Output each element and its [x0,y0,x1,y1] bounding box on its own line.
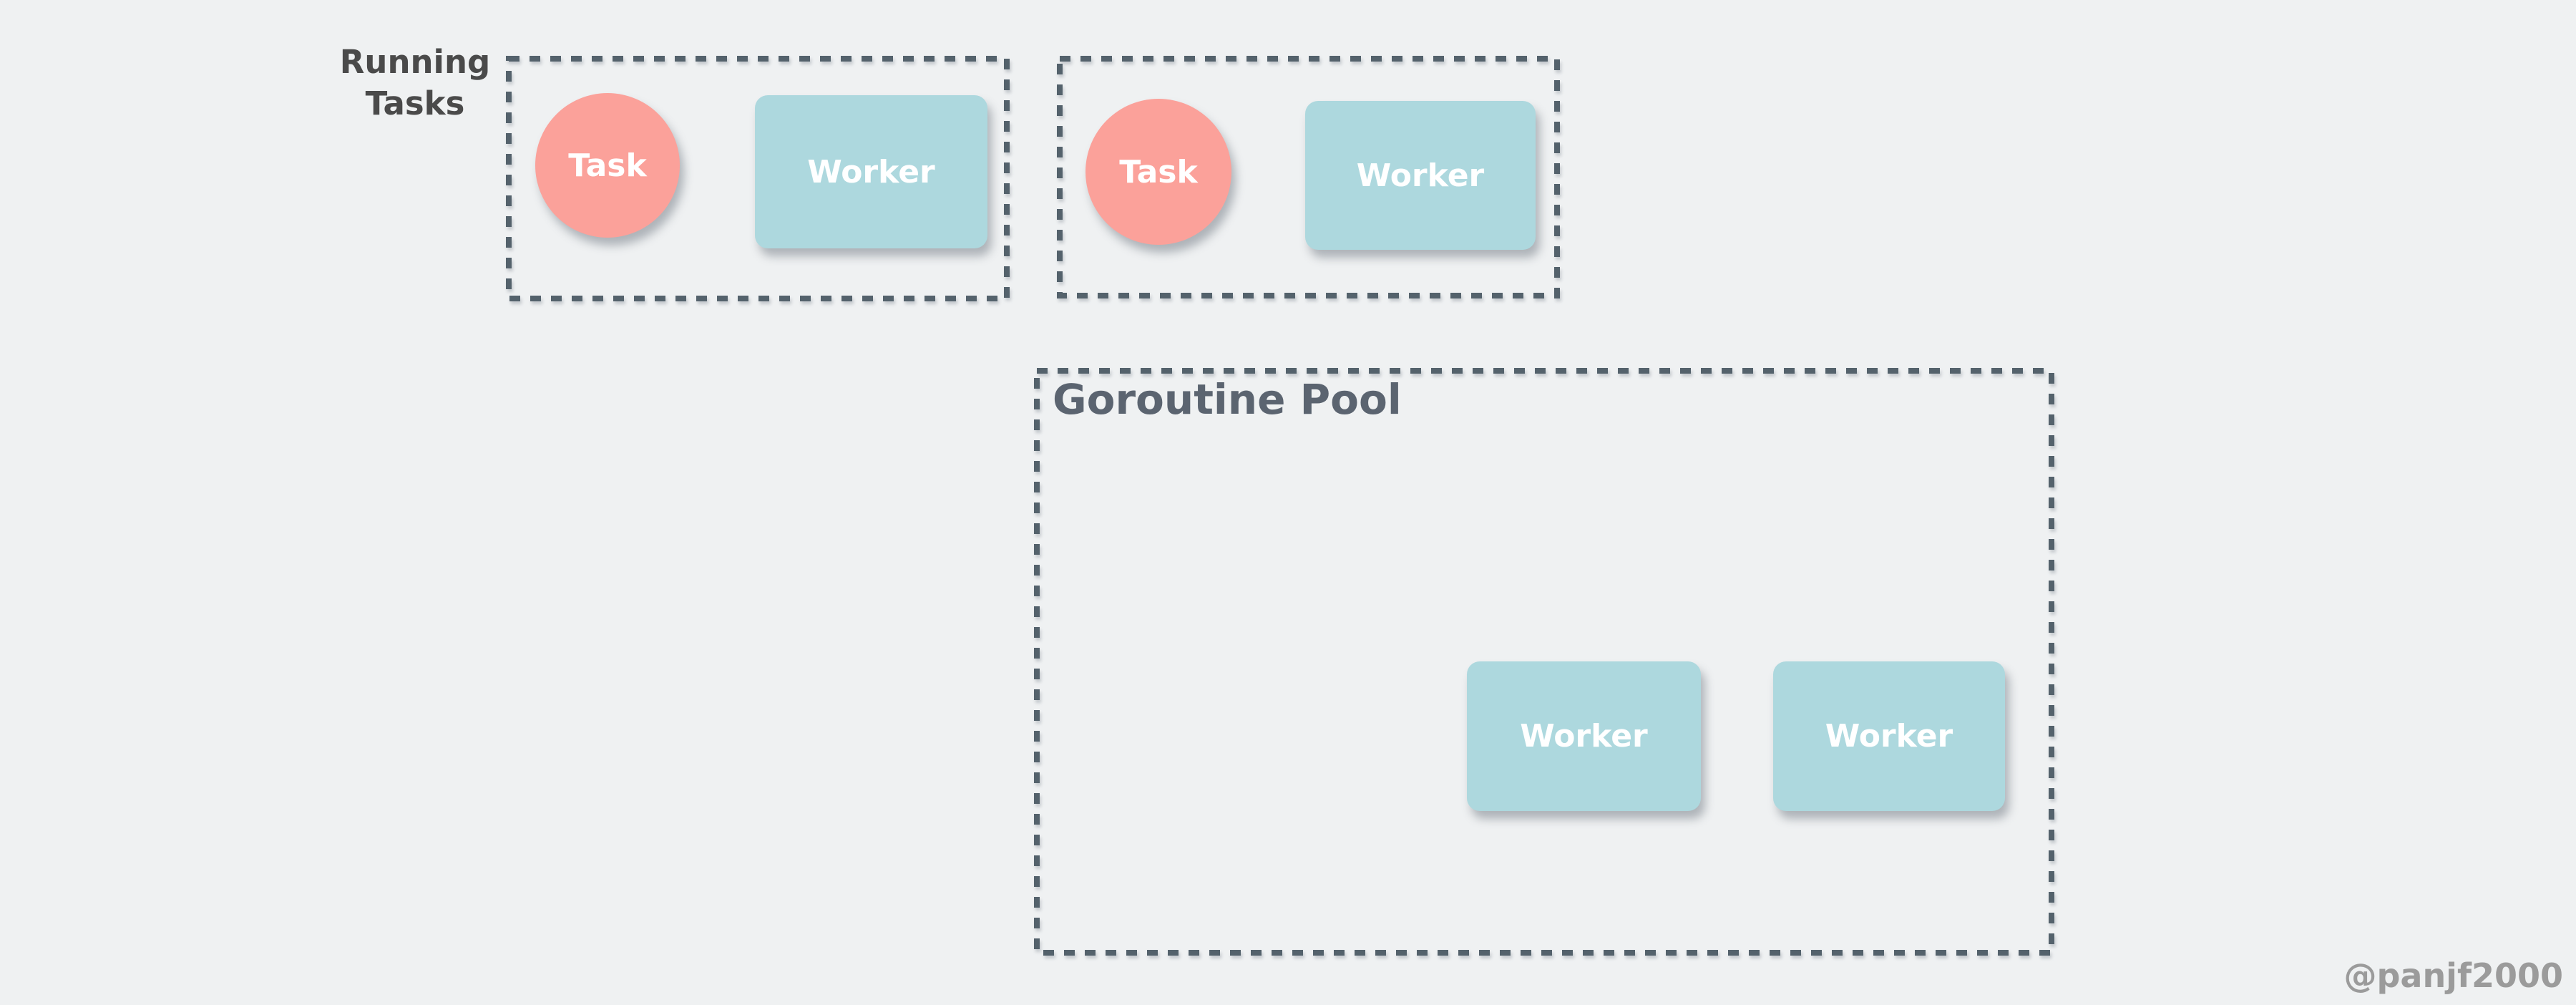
worker-node-label: Worker [1356,157,1485,194]
running-task-slot-2-content: Task Worker [1057,56,1560,298]
goroutine-pool-title: Goroutine Pool [1053,375,1402,424]
running-task-slot-1-content: Task Worker [506,56,1010,301]
worker-node-label: Worker [1825,718,1953,754]
watermark: @panjf2000 [2343,956,2563,995]
worker-node: Worker [1305,101,1536,250]
task-node: Task [1085,99,1231,245]
task-node-label: Task [1119,153,1198,190]
worker-node: Worker [1467,661,1701,811]
task-node-label: Task [568,147,647,184]
task-node: Task [535,93,680,238]
goroutine-pool-content: Goroutine Pool Worker Worker [1034,368,2054,956]
running-tasks-label: Running Tasks [339,43,491,122]
worker-node: Worker [755,95,987,248]
worker-node-label: Worker [1520,718,1648,754]
worker-node: Worker [1773,661,2005,811]
worker-node-label: Worker [807,153,935,190]
